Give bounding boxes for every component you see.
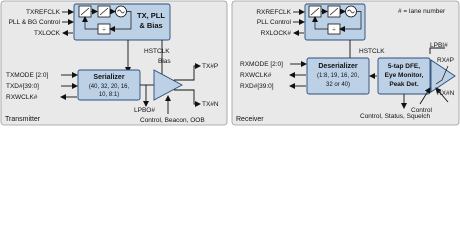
svg-text:÷: ÷ [102,28,106,34]
lpbi-label: LPBI# [430,42,448,49]
txp-label: TX#P [202,63,218,70]
deserializer-sub-1: (1:8, 19, 16, 20, [317,73,359,79]
pll-bg-control-label: PLL & BG Control [9,19,61,26]
deserializer-sub-2: 32 or 40) [326,82,350,88]
dfe-label-3: Peak Det. [389,81,418,88]
tx-control-label: Control, Beacon, OOB [140,117,205,124]
rxlock-label: RXLOCK# [261,30,292,37]
serdes-block-diagram: TXREFCLK PLL & BG Control TXLOCK ÷ TX, P… [0,0,460,126]
receiver-section: # = lane number RXREFCLK PLL Control RXL… [236,3,456,123]
rxmode-label: RXMODE [2:0] [240,61,283,68]
txrefclk-label: TXREFCLK [26,9,61,16]
rx-hstclk-label: HSTCLK [359,48,385,55]
transmitter-label: Transmitter [5,116,41,123]
dfe-label-1: 5-tap DFE, [388,63,420,70]
tx-pll-label-2: & Bias [139,21,162,30]
rxrefclk-label: RXREFCLK [256,9,291,16]
txlock-label: TXLOCK [34,30,61,37]
rxd-label: RXD#[39:0] [240,83,274,90]
lane-number-note: # = lane number [398,8,446,15]
rxwclk-rx-label: RXWCLK# [240,72,272,79]
rx-amplifier-icon [430,59,456,93]
rx-status-label: Control, Status, Squelch [360,113,430,120]
transmitter-section: TXREFCLK PLL & BG Control TXLOCK ÷ TX, P… [5,3,219,124]
rxn-label: RX#N [437,90,455,97]
rx-control-label: Control [411,107,433,114]
rxp-label: RX#P [437,57,454,64]
serializer-sub-2: 10, 8:1) [99,92,119,98]
rxwclk-tx-label: RXWCLK# [6,94,38,101]
bias-label: Bias [158,58,171,65]
lpbo-label: LPBO# [134,107,155,114]
txmode-label: TXMODE [2:0] [6,72,48,79]
pll-control-label: PLL Control [257,19,292,26]
tx-pll-label-1: TX, PLL [137,11,165,20]
dfe-label-2: Eye Monitor, [385,72,424,79]
svg-text:÷: ÷ [332,28,336,34]
tx-driver-icon [153,69,183,101]
transmitter-panel [0,0,228,126]
txn-label: TX#N [202,101,219,108]
receiver-label: Receiver [236,116,264,123]
txd-label: TXD#[39:0] [6,83,39,90]
ctle-curve-icon [435,65,449,85]
serializer-title: Serializer [93,74,124,81]
serializer-sub-1: (40, 32, 20, 16, [89,84,130,90]
tx-hstclk-label: HSTCLK [144,48,170,55]
deserializer-title: Deserializer [318,63,358,70]
